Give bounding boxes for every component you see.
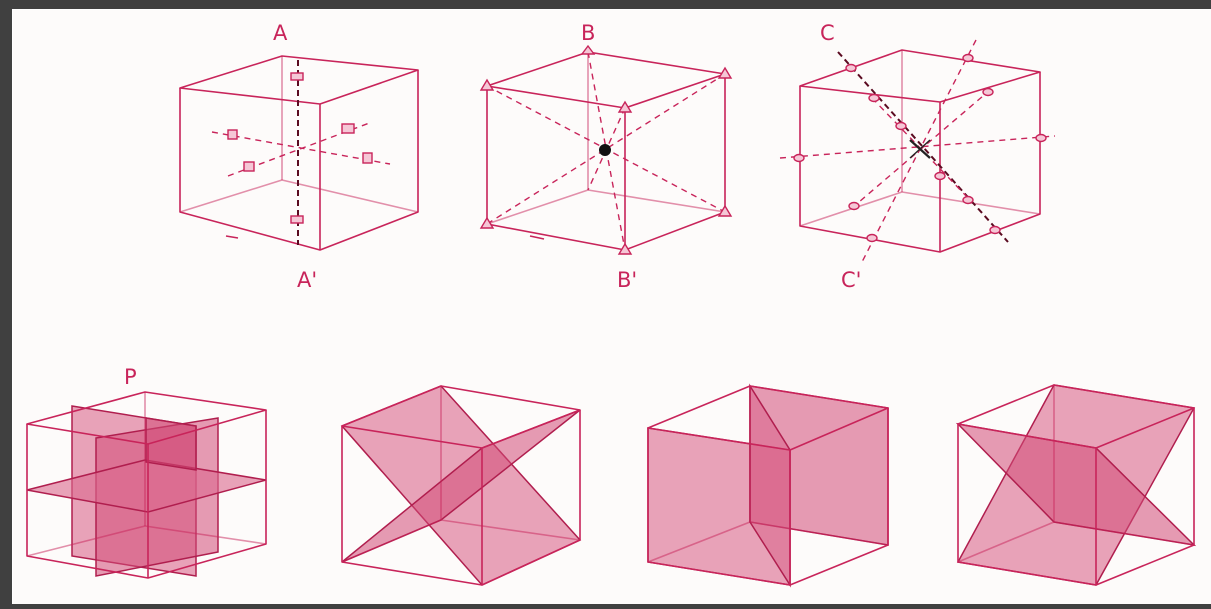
center-point (599, 144, 611, 156)
label-c-prime: C' (841, 268, 861, 292)
fourfold-symbol-top (290, 72, 304, 81)
fourfold-symbol-front (243, 161, 255, 172)
cube-top-face (486, 51, 726, 109)
fourfold-symbol-back (362, 152, 373, 164)
threefold-symbol-3 (617, 100, 633, 113)
fourfold-symbol-left (227, 129, 238, 140)
label-p: P (124, 365, 137, 389)
mirror-plane-center (145, 417, 197, 471)
axis-c-diagonal (837, 51, 1009, 243)
label-b-prime: B' (617, 268, 637, 292)
cube-diagonal-mirror-planes-1 (340, 385, 582, 586)
cube-diagonal-mirror-planes-3 (955, 384, 1197, 586)
fourfold-symbol-right (341, 123, 355, 134)
cube-twofold-axes (779, 39, 1056, 263)
cube-top-face (799, 49, 1041, 103)
label-b: B (581, 21, 595, 45)
cube-fourfold-axes (179, 55, 419, 251)
label-a-prime: A' (297, 268, 317, 292)
threefold-symbol-5 (717, 204, 733, 217)
axis-diagonal-2 (486, 73, 726, 225)
axis-twofold-2 (861, 39, 977, 263)
threefold-symbol-4 (479, 216, 495, 229)
cube-threefold-axes (479, 44, 733, 255)
label-a: A (273, 21, 288, 45)
fourfold-symbol-bottom (290, 215, 304, 224)
threefold-symbol-2 (717, 66, 733, 79)
cube-diagonal-mirror-planes-2 (647, 383, 889, 588)
threefold-symbol-top (580, 44, 596, 55)
label-c: C (820, 21, 835, 45)
threefold-symbol-bottom (617, 242, 633, 255)
mirror-plane-horizontal (26, 459, 267, 513)
threefold-symbol-1 (479, 78, 495, 91)
cube-axial-mirror-planes (26, 391, 267, 579)
